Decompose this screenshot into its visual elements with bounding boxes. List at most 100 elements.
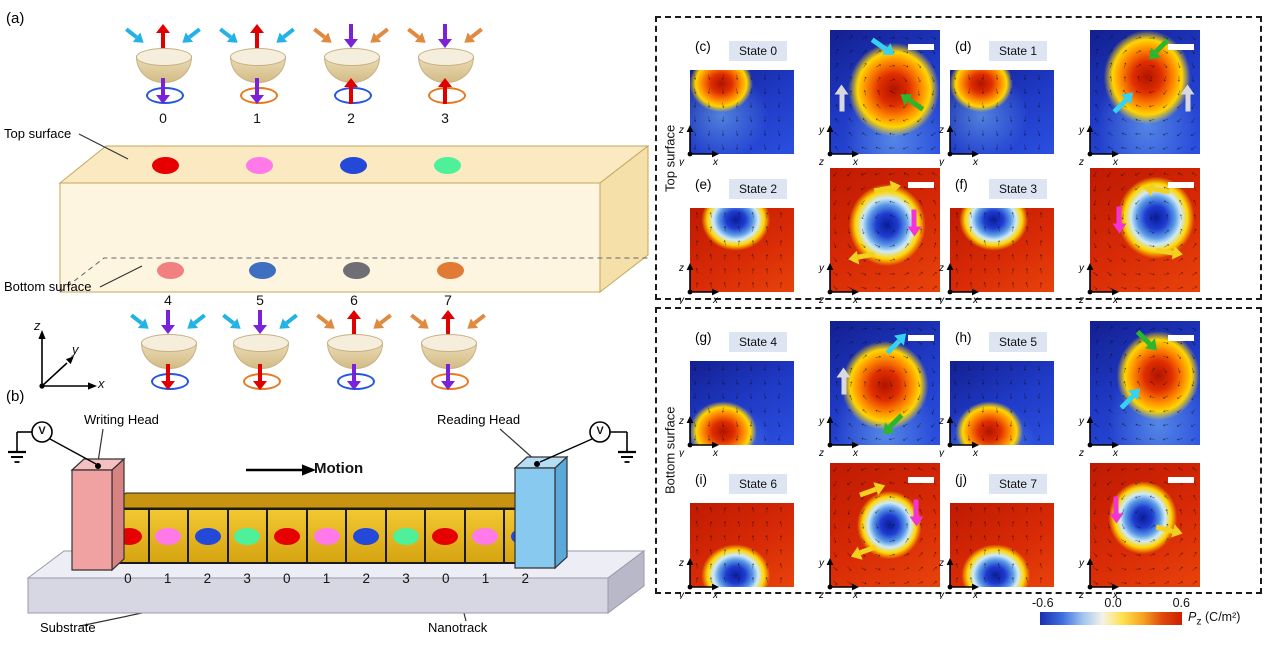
heatmap-plan-view: →→→→→→→→→→→→→→→→→→→→→→→→→→→→→→→→→→→→→→→→… <box>1090 463 1200 587</box>
vector-field-arrow: → <box>1006 280 1017 290</box>
axes-indicator: y x z <box>818 413 864 459</box>
vector-field-arrow: → <box>746 404 759 416</box>
vector-field-arrow: → <box>913 363 927 377</box>
vector-field-arrow: → <box>830 335 843 349</box>
z-axis-label: z <box>34 318 41 333</box>
axes-indicator: y x z <box>818 260 864 306</box>
tilt-arrow <box>311 24 336 48</box>
vector-field-arrow: → <box>830 321 843 335</box>
heatmap-side-view: →→→→→→→→→→→→→→→→→→→→→→→→→→→→→→→→→→→→→→→→… <box>690 70 794 154</box>
vector-field-arrow: → <box>731 518 744 530</box>
magenta-flow-arrow <box>1109 496 1124 524</box>
vector-field-arrow: → <box>965 391 976 401</box>
vector-field-arrow: → <box>732 127 745 139</box>
vector-field-arrow: → <box>831 212 842 223</box>
vector-field-arrow: → <box>1147 407 1157 418</box>
vector-field-arrow: → <box>1187 349 1200 363</box>
polar-state-bowl <box>124 24 202 108</box>
nanotrack-label: Nanotrack <box>428 620 488 635</box>
vector-field-arrow: → <box>857 196 872 210</box>
top-surface-group-box: Top surface (c) State 0 →→→→→→→→→→→→→→→→… <box>655 16 1262 306</box>
vector-field-arrow: → <box>871 210 886 224</box>
vector-field-arrow: → <box>870 72 885 86</box>
scale-bar <box>1168 44 1194 50</box>
vector-field-arrow: → <box>1034 505 1045 515</box>
vector-field-arrow: → <box>951 72 962 82</box>
vector-field-arrow: → <box>1103 87 1116 100</box>
vector-field-arrow: → <box>872 197 885 210</box>
vector-field-arrow: → <box>993 363 1004 373</box>
vector-field-arrow: → <box>732 533 743 543</box>
svg-text:y: y <box>1078 416 1085 427</box>
vector-field-arrow: → <box>761 128 772 138</box>
vector-field-arrow: → <box>1160 321 1172 334</box>
vector-field-arrow: → <box>859 521 870 531</box>
vector-field-arrow: → <box>928 521 939 531</box>
vector-field-arrow: → <box>950 376 963 388</box>
vector-field-arrow: → <box>1021 72 1032 82</box>
cyan-flow-arrow <box>1109 87 1138 116</box>
vector-field-arrow: → <box>773 223 786 235</box>
vector-field-arrow: → <box>732 238 743 248</box>
vector-field-arrow: → <box>927 505 940 519</box>
vector-field-arrow: → <box>1131 405 1145 419</box>
svg-text:x: x <box>712 295 719 304</box>
tilt-arrow <box>128 310 153 334</box>
vector-field-arrow: → <box>733 391 744 401</box>
vector-field-arrow: → <box>991 265 1004 277</box>
vector-field-arrow: → <box>1132 575 1144 587</box>
svg-text:y: y <box>818 125 825 136</box>
vector-field-arrow: → <box>993 114 1004 124</box>
svg-text:x: x <box>1112 157 1119 166</box>
vector-field-arrow: → <box>1188 363 1200 376</box>
vector-field-arrow: → <box>978 519 989 529</box>
vector-field-arrow: → <box>732 547 743 557</box>
vector-field-arrow: → <box>732 252 743 262</box>
vector-field-arrow: → <box>857 182 871 197</box>
vector-field-arrow: → <box>1103 238 1118 252</box>
vector-field-arrow: → <box>1131 237 1145 252</box>
panel-letter: (h) <box>955 330 972 345</box>
vector-field-arrow: → <box>1160 143 1173 154</box>
vector-field-arrow: → <box>1117 349 1130 362</box>
vector-field-arrow: → <box>927 30 940 44</box>
vector-field-arrow: → <box>927 363 940 377</box>
vector-field-arrow: → <box>1187 419 1200 434</box>
polar-state-bowl <box>218 24 296 108</box>
vector-field-arrow: → <box>992 376 1005 388</box>
vector-field-arrow: → <box>900 129 912 142</box>
vector-field-arrow: → <box>1035 142 1046 152</box>
state-dot <box>343 262 370 279</box>
vector-field-arrow: → <box>1131 364 1144 376</box>
vector-field-arrow: → <box>1173 391 1187 406</box>
cyan-flow-arrow <box>1116 383 1145 412</box>
polarization-arrow <box>441 310 455 334</box>
polarization-arrow <box>250 24 264 48</box>
vector-field-arrow: → <box>731 560 744 572</box>
vector-field-arrow: → <box>1146 115 1158 128</box>
vector-field-arrow: → <box>872 434 884 445</box>
vector-field-arrow: → <box>872 280 884 292</box>
vector-field-arrow: → <box>1103 533 1118 547</box>
vector-field-arrow: → <box>1187 405 1200 419</box>
vector-field-arrow: → <box>1034 238 1045 248</box>
vector-field-arrow: → <box>872 575 884 587</box>
vector-field-arrow: → <box>1020 390 1033 402</box>
vector-field-arrow: → <box>705 100 716 110</box>
vector-field-arrow: → <box>731 265 744 277</box>
vector-field-arrow: → <box>774 418 787 430</box>
bit-dot <box>511 527 538 545</box>
vector-field-arrow: → <box>858 321 870 334</box>
panel-b-label: (b) <box>6 388 25 405</box>
polar-state-bowl <box>312 24 390 108</box>
tilt-arrow <box>463 310 489 334</box>
state-dot <box>434 157 461 174</box>
vector-field-arrow: → <box>887 507 897 518</box>
vector-field-arrow: → <box>774 280 785 290</box>
vector-field-arrow: → <box>1131 505 1146 520</box>
svg-text:z: z <box>938 263 944 274</box>
vector-field-arrow: → <box>759 532 772 544</box>
polarization-arrow <box>253 364 267 390</box>
svg-text:x: x <box>972 157 979 166</box>
